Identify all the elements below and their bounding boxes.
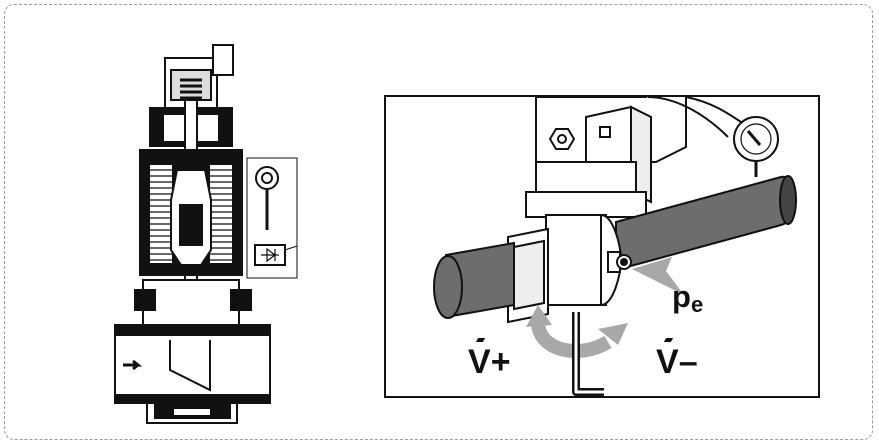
dashed-frame [4, 4, 873, 440]
rotate-arrow-icon [526, 305, 628, 359]
flow-increase-label: V+ [468, 343, 511, 381]
pipe-assembly-illustration [433, 97, 797, 396]
pressure-label: pe [672, 279, 704, 317]
valve-cross-section-icon [114, 44, 298, 424]
flow-decrease-label: V– [656, 343, 698, 381]
pressure-arrow-icon [632, 257, 684, 295]
adjustment-detail-panel: pe V+ V– [384, 95, 820, 398]
